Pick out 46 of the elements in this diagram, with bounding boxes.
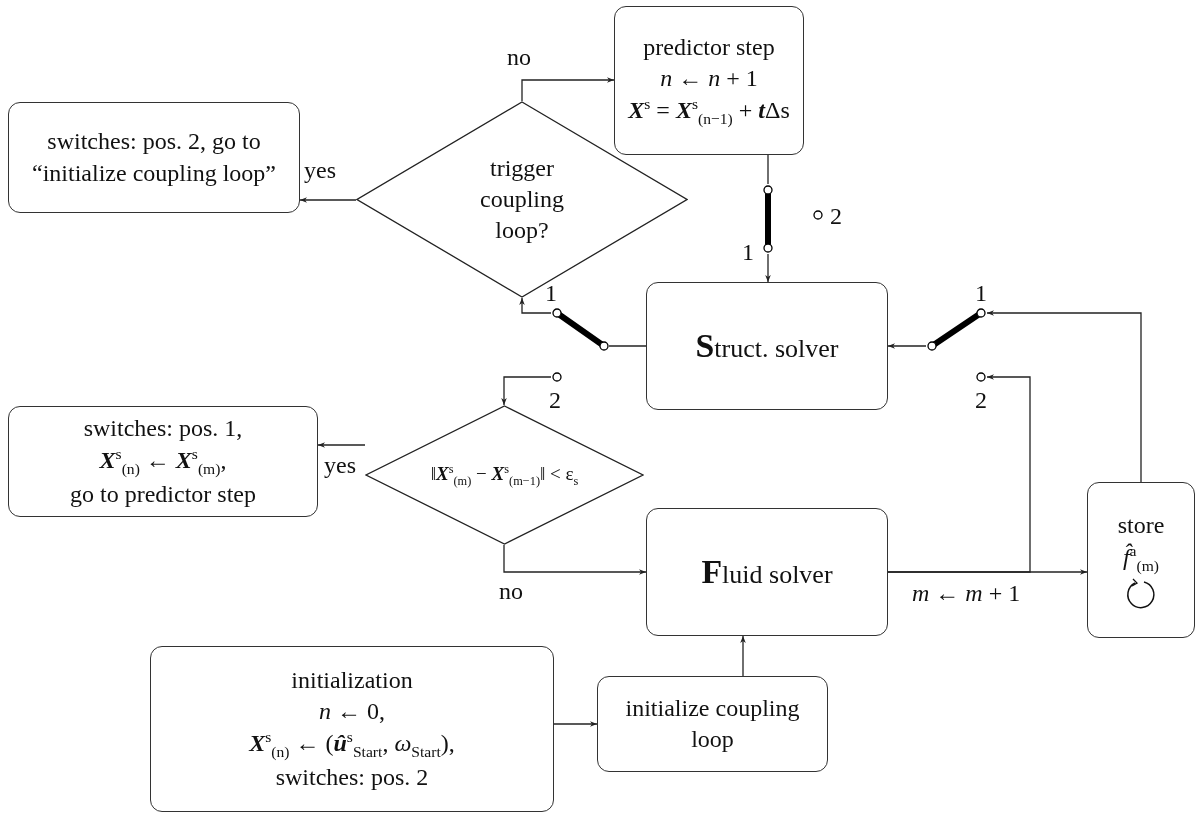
node-text: X$^{s}$$_{(n)}$ ← X$^{s}$$_{(m)}$, xyxy=(99,443,227,479)
arrow xyxy=(521,77,615,102)
node-text: X$^{s}$$_{(n)}$ ← (û$^{s}$$_{Start}$, ω$_{Start}$), xyxy=(249,727,455,762)
process-box xyxy=(646,508,888,636)
switch-symbol xyxy=(926,308,987,383)
arrow xyxy=(986,310,1142,483)
switch-position-number: 2 xyxy=(549,388,561,412)
arrow xyxy=(501,376,552,406)
node-text: Fluid solver xyxy=(701,552,833,593)
node-text: Struct. solver xyxy=(695,326,839,367)
process-box xyxy=(8,102,300,213)
process-box xyxy=(597,676,828,772)
arrow xyxy=(887,343,927,349)
node-text: go to predictor step xyxy=(70,480,256,510)
arrow xyxy=(553,721,598,727)
node-text: ‖X$^{s}$$_{(m)}$ − X$^{s}$$_{(m−1)}$‖ < ε$_{s}$ xyxy=(430,460,579,490)
node-text: initialization xyxy=(291,665,413,695)
arrow xyxy=(887,374,1031,573)
process-box xyxy=(614,6,804,155)
node-text: store xyxy=(1117,510,1165,540)
arrow xyxy=(740,635,746,677)
node-text: switches: pos. 1, xyxy=(83,413,243,443)
switch-position-number: 1 xyxy=(742,240,754,264)
switch-position-number: 2 xyxy=(830,204,842,228)
process-box xyxy=(8,406,318,517)
node-text: switches: pos. 2, go to “initialize coupling loop” xyxy=(31,127,277,188)
arrow xyxy=(299,197,357,203)
node-text: predictor step xyxy=(643,32,775,62)
node-text: n ← n + 1 xyxy=(660,63,758,93)
process-box xyxy=(1087,482,1195,638)
arrow xyxy=(317,442,366,448)
arrow xyxy=(519,297,552,314)
process-box xyxy=(150,646,554,812)
node-text: X$^{s}$ = X$^{s}$$_{(n−1)}$ + tΔs xyxy=(628,94,790,129)
arrow xyxy=(765,253,771,283)
switch-symbol xyxy=(551,308,609,383)
switch-position-number: 1 xyxy=(975,281,987,305)
node-text: switches: pos. 2 xyxy=(275,763,429,793)
node-text: trigger coupling loop? xyxy=(479,153,565,246)
process-box xyxy=(646,282,888,410)
node-text: initialize coupling loop xyxy=(624,693,801,754)
switch-position-number: 1 xyxy=(545,281,557,305)
node-text: n ← 0, xyxy=(319,696,385,726)
switch-position-number: 2 xyxy=(975,388,987,412)
arrow xyxy=(503,544,647,575)
switch-symbol xyxy=(762,184,824,254)
